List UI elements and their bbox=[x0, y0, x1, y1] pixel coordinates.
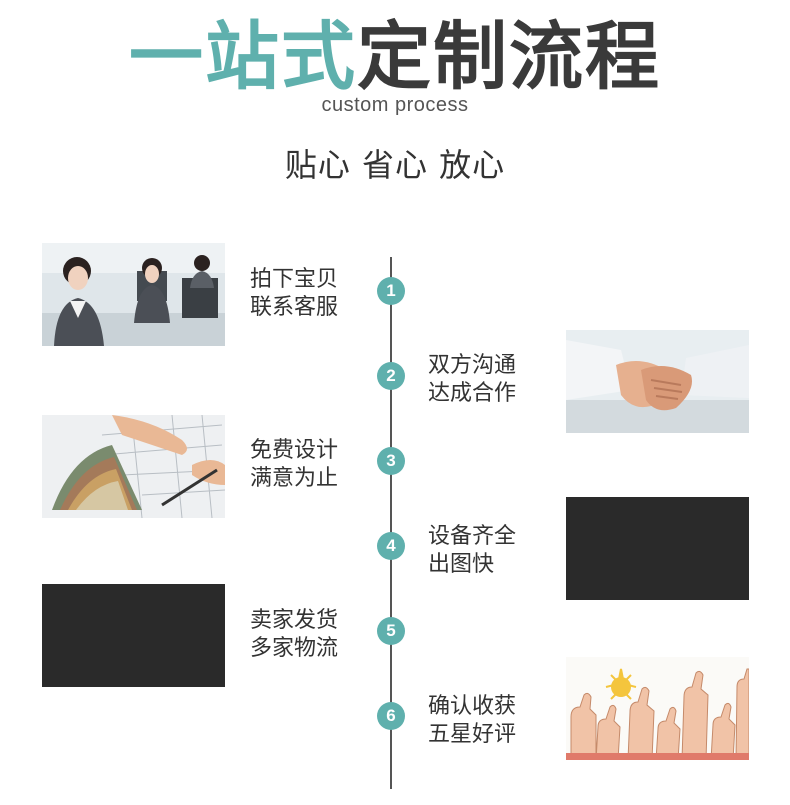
step-5-line-2: 多家物流 bbox=[250, 636, 339, 661]
page-subtitle: custom process bbox=[321, 94, 469, 116]
step-4-line-1: 设备齐全 bbox=[428, 524, 517, 549]
timeline-line bbox=[390, 257, 392, 789]
title-highlight: 一站式 bbox=[129, 14, 357, 100]
step-5-number: 5 bbox=[377, 617, 405, 645]
step-3-line-2: 满意为止 bbox=[250, 466, 339, 491]
step-2-line-1: 双方沟通 bbox=[428, 353, 517, 378]
step-2-text: 双方沟通 达成合作 bbox=[428, 352, 538, 408]
step-2-line-2: 达成合作 bbox=[428, 381, 517, 406]
step-3-line-1: 免费设计 bbox=[250, 438, 339, 463]
thumbs-up-illustration bbox=[566, 657, 749, 760]
step-5-text: 卖家发货 多家物流 bbox=[250, 607, 360, 663]
step-6-text: 确认收获 五星好评 bbox=[428, 693, 538, 749]
step-1-line-1: 拍下宝贝 bbox=[250, 267, 339, 292]
design-drawing-photo bbox=[42, 415, 225, 518]
step-3-number: 3 bbox=[377, 447, 405, 475]
shipping-image-placeholder bbox=[42, 584, 225, 687]
step-4-number: 4 bbox=[377, 532, 405, 560]
handshake-photo bbox=[566, 330, 749, 433]
step-6-line-2: 五星好评 bbox=[428, 722, 517, 747]
page-title: 一站式定制流程 bbox=[0, 14, 790, 100]
customer-service-photo bbox=[42, 243, 225, 346]
step-1-text: 拍下宝贝 联系客服 bbox=[250, 266, 360, 322]
slogan: 贴心 省心 放心 bbox=[284, 146, 506, 184]
step-6-line-1: 确认收获 bbox=[428, 694, 517, 719]
step-4-text: 设备齐全 出图快 bbox=[428, 523, 538, 579]
step-4-line-2: 出图快 bbox=[428, 552, 495, 577]
step-5-line-1: 卖家发货 bbox=[250, 608, 339, 633]
step-1-line-2: 联系客服 bbox=[250, 295, 339, 320]
step-3-text: 免费设计 满意为止 bbox=[250, 437, 360, 493]
title-rest: 定制流程 bbox=[357, 14, 661, 100]
step-1-number: 1 bbox=[377, 277, 405, 305]
step-2-number: 2 bbox=[377, 362, 405, 390]
step-6-number: 6 bbox=[377, 702, 405, 730]
equipment-image-placeholder bbox=[566, 497, 749, 600]
